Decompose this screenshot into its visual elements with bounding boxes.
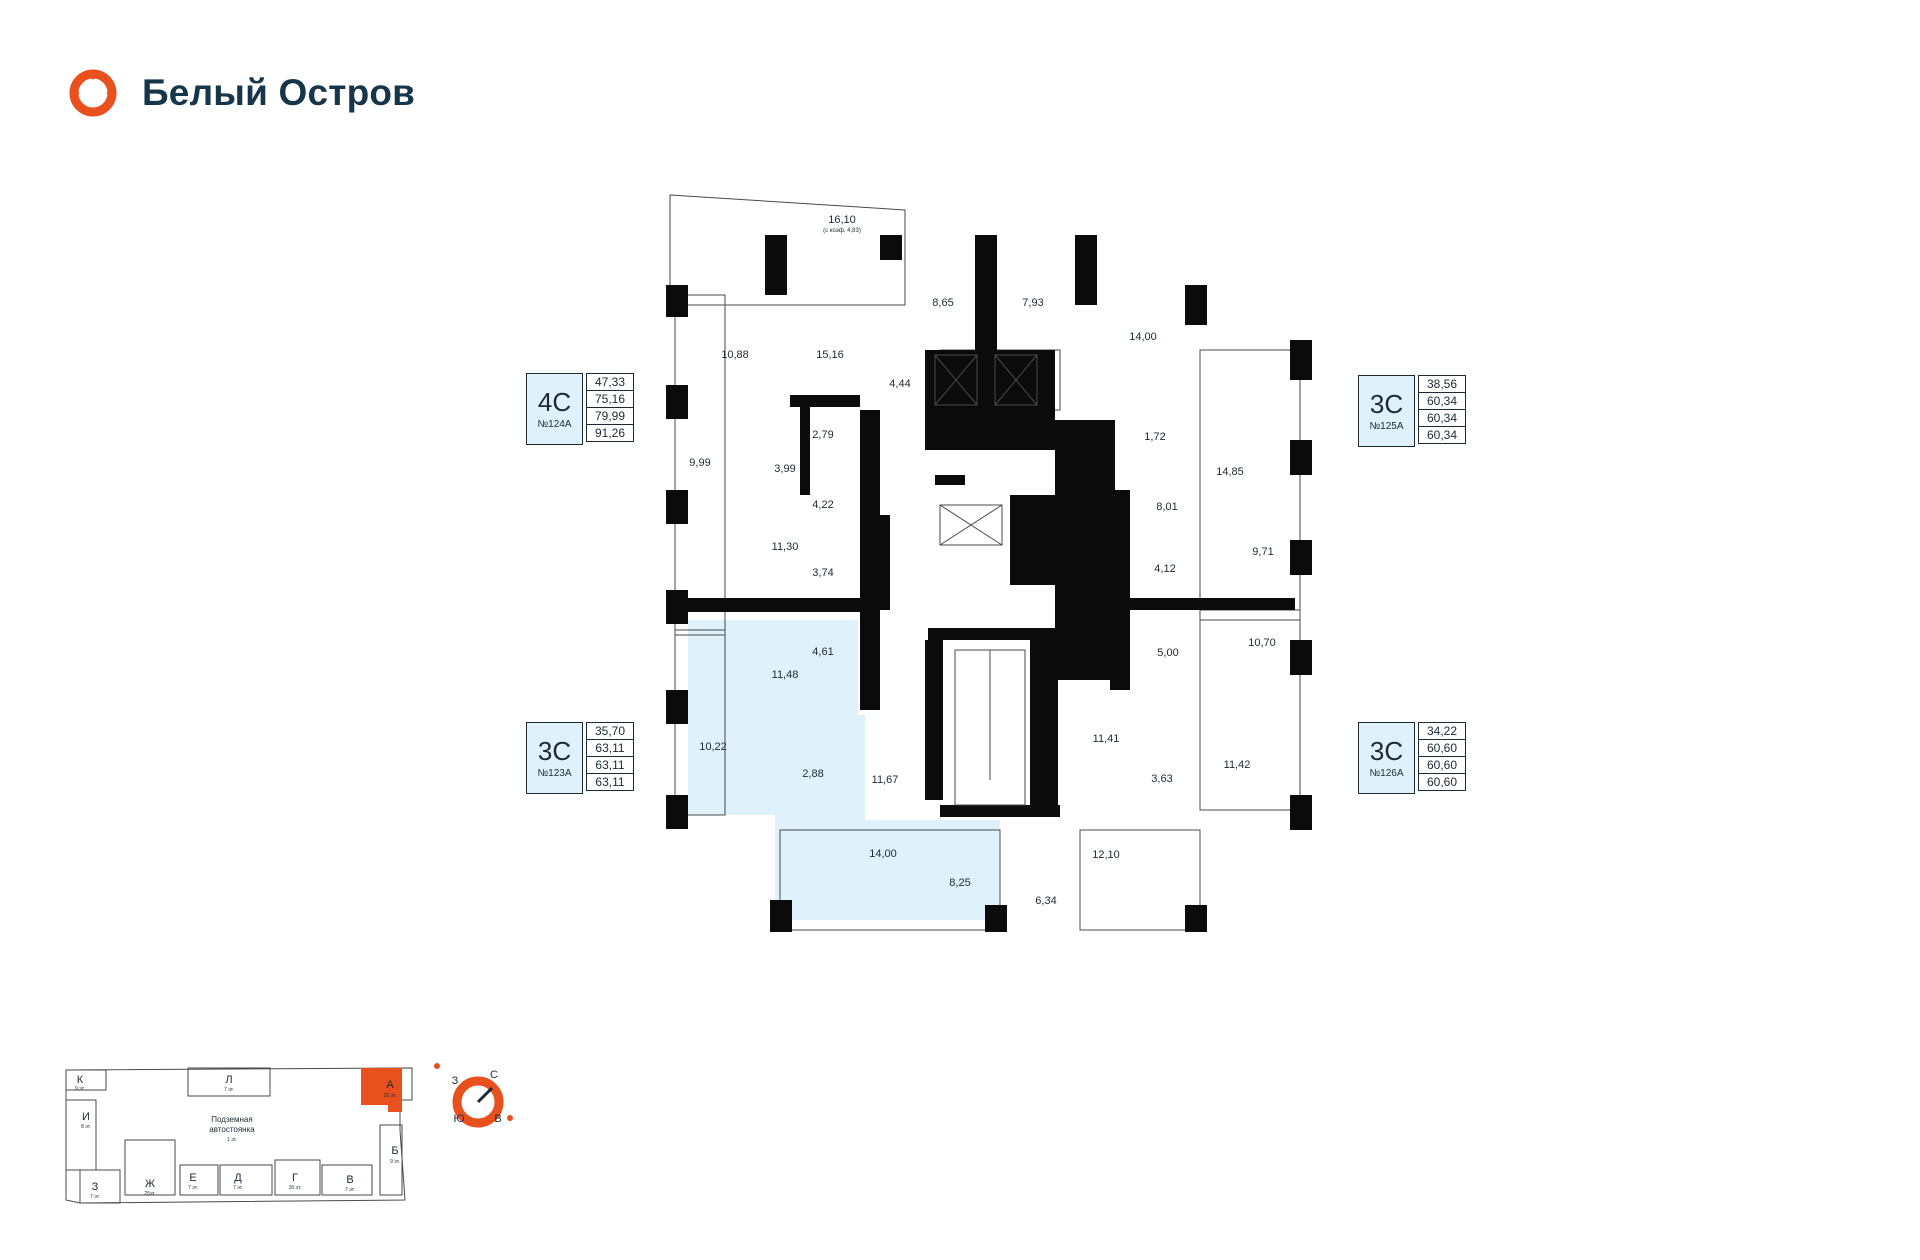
area-value: 60,60 bbox=[1418, 740, 1466, 757]
area-value: 60,34 bbox=[1418, 410, 1466, 427]
stairs bbox=[954, 649, 1026, 806]
room-area-label: 4,12 bbox=[1154, 563, 1175, 575]
room-area-label: 8,65 bbox=[932, 297, 953, 309]
terrace-outline bbox=[669, 194, 906, 306]
room-area-label: 8,01 bbox=[1156, 501, 1177, 513]
area-value: 63,11 bbox=[586, 774, 634, 791]
area-value: 35,70 bbox=[586, 722, 634, 740]
area-value: 47,33 bbox=[586, 373, 634, 391]
elevators bbox=[934, 354, 1038, 546]
area-value: 60,34 bbox=[1418, 427, 1466, 444]
room-area-label: 2,79 bbox=[812, 429, 833, 441]
area-value: 91,26 bbox=[586, 425, 634, 442]
area-value: 34,22 bbox=[1418, 722, 1466, 740]
room-area-label: 1,72 bbox=[1144, 431, 1165, 443]
room-area-label: 14,00 bbox=[1129, 331, 1157, 343]
room-area-label: 11,42 bbox=[1224, 759, 1251, 771]
area-value: 75,16 bbox=[586, 391, 634, 408]
apartment-number: №125А bbox=[1369, 420, 1404, 432]
room-area-label: 9,71 bbox=[1252, 546, 1273, 558]
area-value: 60,60 bbox=[1418, 774, 1466, 791]
apartment-number: №123А bbox=[537, 767, 572, 779]
apartment-number: №126А bbox=[1369, 767, 1404, 779]
room-area-label: 11,41 bbox=[1093, 733, 1120, 745]
apartment-type: 3С bbox=[1369, 735, 1404, 766]
brand-name: Белый Остров bbox=[142, 72, 416, 113]
room-area-label: 3,99 bbox=[774, 463, 795, 475]
area-value: 60,60 bbox=[1418, 757, 1466, 774]
room-area-label: 2,88 bbox=[802, 768, 823, 780]
ring-logo-icon bbox=[69, 69, 117, 117]
room-area-label: 9,99 bbox=[689, 457, 710, 469]
room-area-label: 7,93 bbox=[1022, 297, 1043, 309]
room-area-label: 12,10 bbox=[1092, 849, 1120, 861]
room-area-label: 10,88 bbox=[721, 349, 749, 361]
room-area-label: 14,00 bbox=[869, 848, 897, 860]
apartment-type: 3С bbox=[1369, 388, 1404, 419]
walls bbox=[666, 235, 1312, 932]
terrace-area: 16,10 bbox=[828, 214, 856, 226]
area-value: 38,56 bbox=[1418, 375, 1466, 393]
room-area-label: 8,25 bbox=[949, 877, 970, 889]
room-area-label: 11,67 bbox=[872, 774, 899, 786]
room-area-label: 3,74 bbox=[812, 567, 833, 579]
apartment-type: 4С bbox=[537, 386, 572, 417]
room-area-label: 4,44 bbox=[889, 378, 910, 390]
room-area-label: 10,22 bbox=[699, 741, 727, 753]
room-area-label: 5,00 bbox=[1157, 647, 1178, 659]
area-value: 79,99 bbox=[586, 408, 634, 425]
apartment-type: 3С bbox=[537, 735, 572, 766]
area-value: 63,11 bbox=[586, 740, 634, 757]
room-area-label: 14,85 bbox=[1216, 466, 1244, 478]
area-value: 63,11 bbox=[586, 757, 634, 774]
room-area-label: 4,22 bbox=[812, 499, 833, 511]
room-area-label: 4,61 bbox=[812, 646, 833, 658]
brand-logo[interactable]: Белый Остров bbox=[66, 66, 415, 120]
terrace-note: (с коэф. 4,83) bbox=[823, 228, 861, 234]
room-area-labels: 10,88 15,16 8,65 7,93 14,00 4,44 9,99 3,99 2,79 4… bbox=[689, 214, 1275, 907]
apartment-number: №124А bbox=[537, 418, 572, 430]
room-area-label: 3,63 bbox=[1151, 773, 1172, 785]
apartment-123a-fill bbox=[688, 620, 1000, 920]
room-area-label: 11,48 bbox=[772, 669, 799, 681]
room-area-label: 10,70 bbox=[1248, 637, 1276, 649]
room-area-label: 6,34 bbox=[1035, 895, 1056, 907]
area-value: 60,34 bbox=[1418, 393, 1466, 410]
room-area-label: 11,30 bbox=[772, 541, 799, 553]
room-area-label: 15,16 bbox=[816, 349, 844, 361]
